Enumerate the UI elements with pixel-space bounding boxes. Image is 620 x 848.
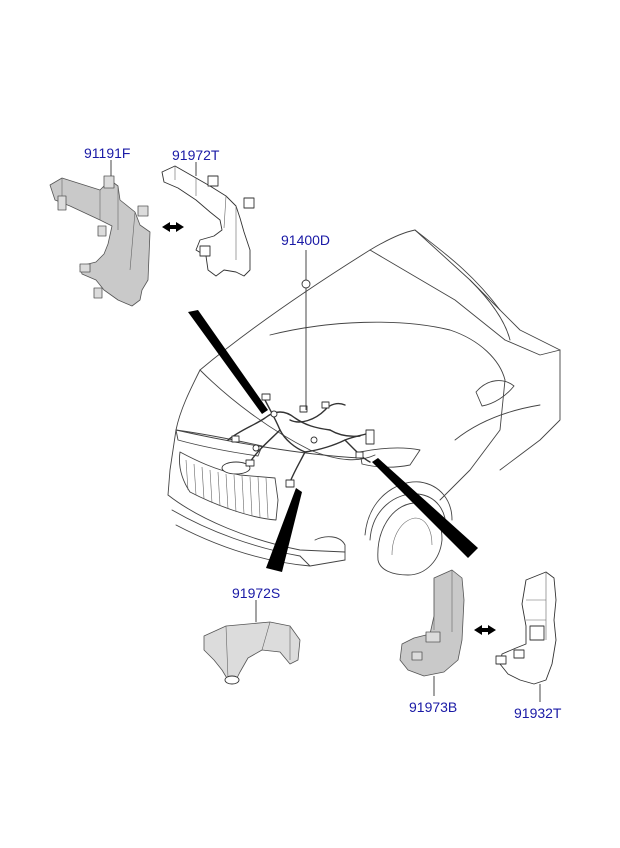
interchange-arrow-top bbox=[162, 222, 184, 232]
part-91972S-protector bbox=[203, 621, 301, 685]
part-label-91973B: 91973B bbox=[409, 699, 457, 715]
part-91972T-protector bbox=[161, 165, 255, 277]
callout-wedge-top-left bbox=[188, 310, 268, 414]
part-label-91191F: 91191F bbox=[84, 145, 130, 161]
front-grille bbox=[179, 451, 279, 521]
interchange-arrow-bottom bbox=[474, 625, 496, 635]
part-91932T-junction-block bbox=[495, 571, 557, 685]
part-label-91972T: 91972T bbox=[172, 147, 220, 163]
callout-wedge-bottom bbox=[266, 488, 302, 572]
part-91973B-bracket bbox=[399, 569, 465, 677]
engine-wiring-harness bbox=[227, 393, 375, 488]
vehicle-front-illustration bbox=[167, 229, 561, 576]
part-label-91972S: 91972S bbox=[232, 585, 280, 601]
part-label-91932T: 91932T bbox=[514, 705, 562, 721]
part-91191F-protector bbox=[49, 175, 151, 307]
callout-wedge-right bbox=[372, 458, 478, 558]
part-label-91400D: 91400D bbox=[281, 232, 330, 248]
